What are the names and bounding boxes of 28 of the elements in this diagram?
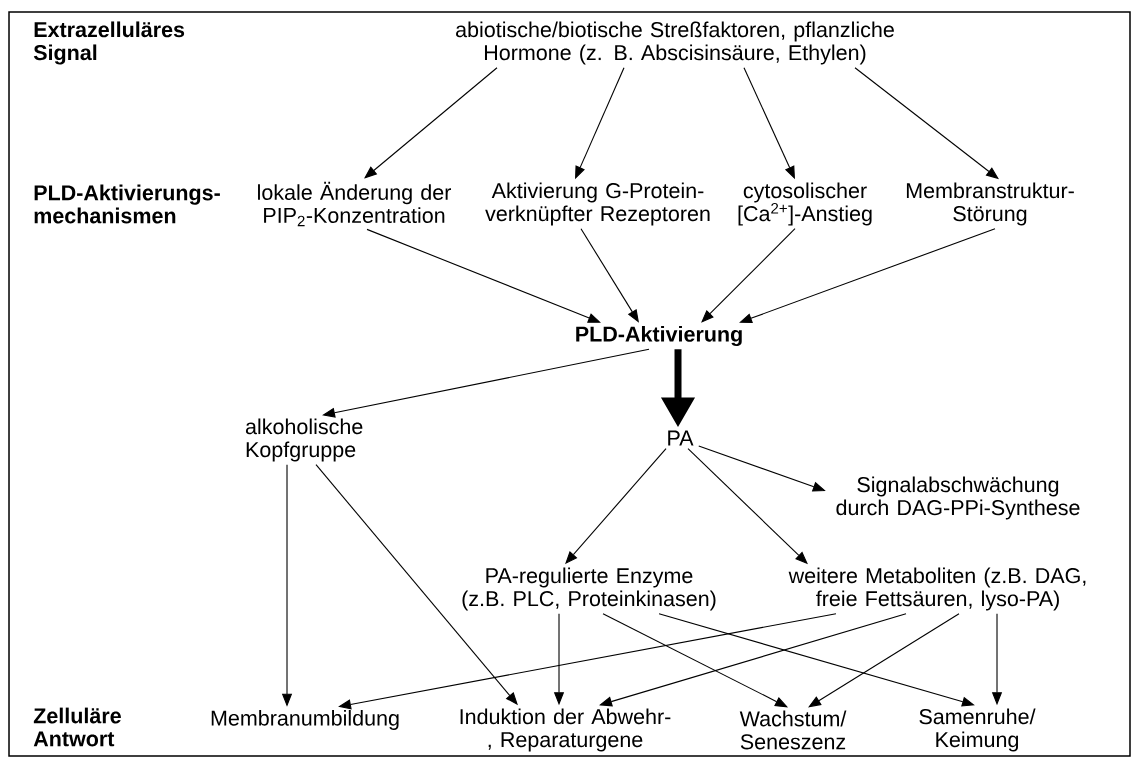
arrow [701,228,796,323]
arrow [322,348,650,418]
arrow [658,613,975,707]
row-heading: Extrazelluläres Signal [33,21,185,65]
step-label: lokale Änderung der PIP$_{2}$-Konzentration [258,181,451,227]
step-label: alkoholische Kopfgruppe [245,418,363,462]
arrow [602,613,788,708]
step-label: weitere Metaboliten (z.B. DAG, freie Fettsäuren, lyso-PA) [788,567,1086,611]
step-label: Wachstum/ Seneszenz [739,710,847,750]
step-label: Induktion der Abwehr-, Reparaturgene [460,708,671,752]
step-label: Aktivierung G-Protein- verknüpfter Rezeptoren [485,182,710,226]
row-heading: Zelluläre Antwort [33,707,121,747]
step-label: Membranumbildung [211,710,399,730]
step-label: PA [668,430,694,446]
arrow [366,228,601,323]
step-label: cytosolischer [Ca$^{2+}$]-Anstieg [738,182,872,226]
step-label: Samenruhe/ Keimung [919,708,1036,752]
step-label: Signalabschwächung durch DAG-PPi-Synthese [836,476,1080,520]
row-heading: PLD-Aktivierungs- mechanismen [34,184,220,224]
step-label: Membranstruktur- Störung [906,182,1074,226]
arrow [338,613,837,710]
arrow [599,613,907,707]
step-label: PLD-Aktivierung [576,325,742,347]
arrow [739,228,996,324]
arrow [808,613,960,708]
arrow [364,67,498,179]
step-label: PA-regulierte Enzyme (z.B. PLC, Proteinkinasen) [462,567,716,611]
step-label: abiotische/biotische Streßfaktoren, pflanzliche Hormone (z. B. Abscisinsäure, Ethylen) [456,21,894,65]
